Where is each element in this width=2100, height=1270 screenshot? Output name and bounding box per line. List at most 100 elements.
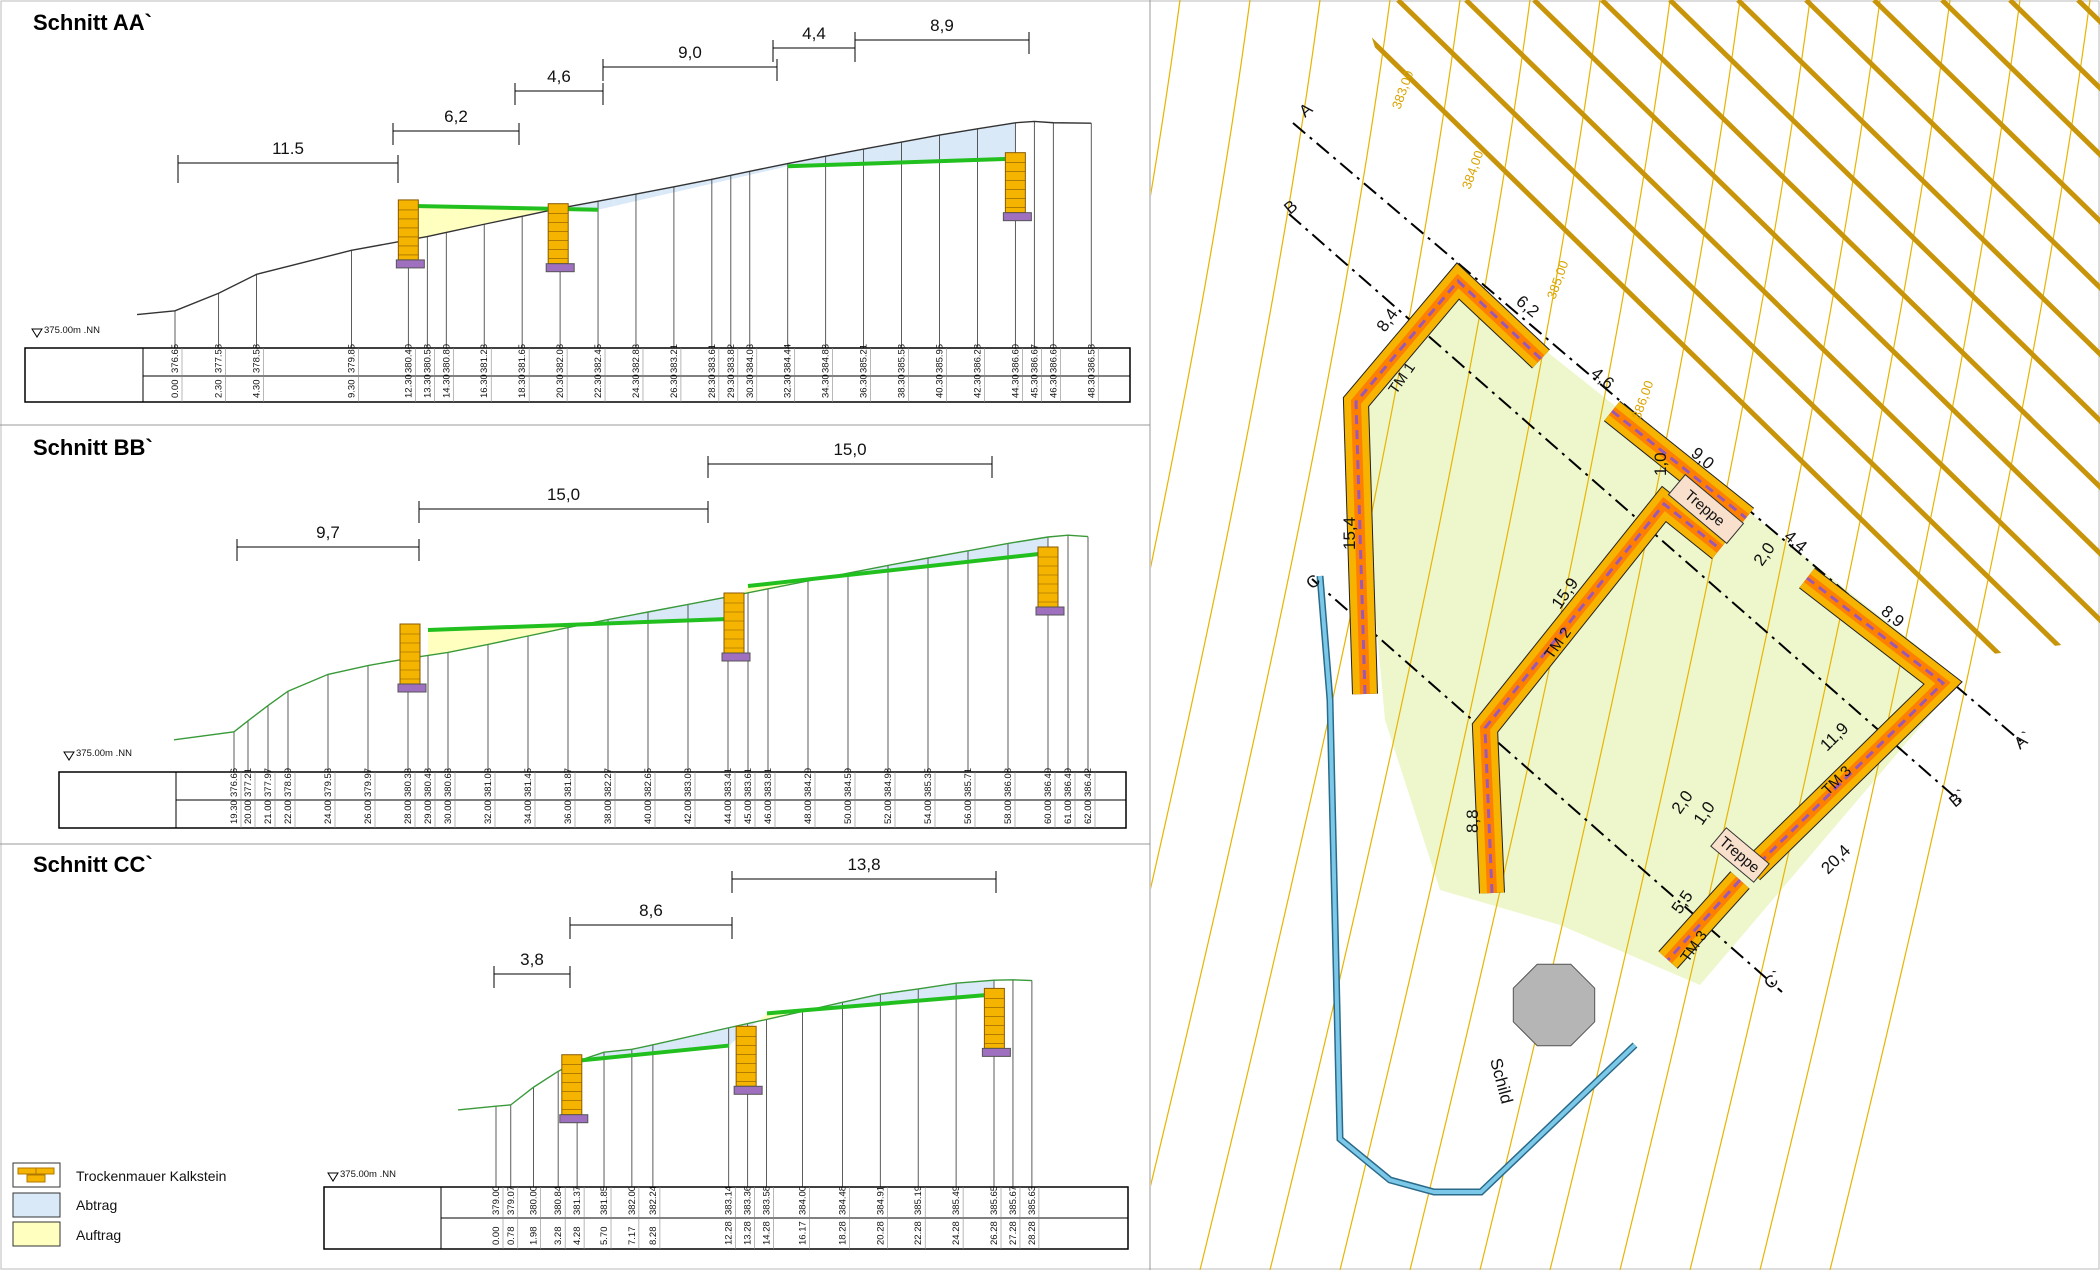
elevation-cell: 386.42 (1083, 768, 1094, 797)
station-cell: 45.00 (743, 800, 754, 824)
tree-crown-octagon (1512, 963, 1596, 1047)
contour-label: 385,00 (1544, 259, 1572, 301)
elevation-cell: 380.58 (422, 344, 433, 373)
elevation-cell: 384.91 (875, 1186, 886, 1215)
auftrag-area (455, 206, 472, 231)
station-cell: 26.30 (669, 374, 680, 398)
elevation-cell: 379.85 (346, 344, 357, 373)
abtrag-area (703, 1030, 717, 1049)
elevation-cell: 385.65 (989, 1186, 1000, 1215)
elevation-cell: 380.40 (403, 344, 414, 373)
abtrag-area (628, 611, 653, 623)
plan-dimension-label: 15,4 (1340, 517, 1359, 550)
stair-fill (1667, 473, 1745, 545)
plan-dimension-label: 20,4 (1817, 841, 1854, 878)
section-line-c (1311, 578, 1783, 993)
elevation-cell: 380.80 (441, 344, 452, 373)
elevation-cell: 382.24 (648, 1186, 659, 1215)
wall-axis (1666, 878, 1742, 962)
wall-foundation (1035, 606, 1065, 616)
dimension-label: 9,0 (678, 43, 702, 62)
elevation-cell: 377.58 (214, 344, 225, 373)
slope-stripe (1464, 0, 2100, 655)
elevation-cell: 381.87 (563, 768, 574, 797)
station-cell: 48.30 (1086, 374, 1097, 398)
station-cell: 24.00 (323, 800, 334, 824)
dimension-label: 8,6 (639, 901, 663, 920)
design-level-line (766, 992, 995, 1016)
elevation-cell: 384.00 (797, 1186, 808, 1215)
elevation-cell: 381.23 (479, 344, 490, 373)
wall-foundation (545, 263, 575, 273)
station-cell: 44.00 (723, 800, 734, 824)
station-cell: 34.30 (821, 374, 832, 398)
dimension-label: 15,0 (547, 485, 580, 504)
station-cell: 20.30 (555, 374, 566, 398)
station-table (24, 347, 1131, 403)
station-cell: 0.00 (170, 380, 181, 399)
station-cell: 12.28 (724, 1221, 735, 1245)
elevation-cell: 380.33 (403, 768, 414, 797)
slope-stripe (1396, 0, 2100, 655)
elevation-cell: 386.40 (1043, 768, 1054, 797)
station-cell: 28.28 (1027, 1221, 1038, 1245)
abtrag-area (937, 983, 957, 1000)
stair-fill (1710, 827, 1770, 883)
abtrag-area (863, 145, 883, 164)
abtrag-area (901, 138, 921, 163)
brick-icon (17, 1167, 37, 1175)
drywall-block (723, 592, 745, 654)
station-cell: 21.00 (263, 800, 274, 824)
drywall-block (561, 1054, 583, 1116)
elevation-cell: 377.21 (243, 768, 254, 797)
section-cc-title: Schnitt CC` (33, 852, 153, 877)
station-cell: 22.30 (593, 374, 604, 398)
elevation-cell: 376.66 (229, 768, 240, 797)
ground-profile (173, 534, 1089, 741)
plan-dimension-label: B (1280, 196, 1301, 218)
slope-stripe (1600, 0, 2100, 655)
elevation-cell: 377.97 (263, 768, 274, 797)
dimension-label: 4,4 (802, 24, 826, 43)
abtrag-area (691, 1033, 704, 1050)
ground-profile (136, 120, 1092, 316)
station-cell: 28.00 (403, 800, 414, 824)
abtrag-area (703, 596, 728, 620)
wall-foundation (395, 259, 425, 269)
abtrag-area (708, 176, 725, 185)
abtrag-area (956, 981, 976, 998)
plan-dimension-label: 6,2 (1512, 292, 1542, 322)
wall-foundation (1002, 212, 1032, 222)
elevation-cell: 385.67 (1008, 1186, 1019, 1215)
elevation-cell: 382.45 (593, 344, 604, 373)
drywall-block (735, 1025, 757, 1087)
ground-profile (458, 979, 1032, 1111)
abtrag-area (771, 163, 788, 170)
elevation-cell: 383.21 (669, 344, 680, 373)
station-cell: 32.00 (483, 800, 494, 824)
station-cell: 18.30 (517, 374, 528, 398)
dimension-label: 8,9 (930, 16, 954, 35)
elevation-cell: 383.36 (743, 1186, 754, 1215)
abtrag-area (732, 1026, 736, 1043)
abtrag-area (920, 135, 940, 162)
elevation-cell: 386.49 (1063, 768, 1074, 797)
drywall-block (399, 623, 421, 685)
abtrag-area (756, 166, 772, 174)
elevation-cell: 383.58 (762, 1186, 773, 1215)
elevation-cell: 385.19 (913, 1186, 924, 1215)
legend: Trockenmauer Kalkstein Abtrag Auftrag (12, 1162, 226, 1247)
station-cell: 12.30 (403, 374, 414, 398)
drywall-block (397, 199, 419, 261)
slope-stripe (1736, 0, 2100, 655)
station-cell: 28.30 (707, 374, 718, 398)
station-cell: 19.30 (229, 800, 240, 824)
elevation-cell: 386.60 (1048, 344, 1059, 373)
contour-label: 384,00 (1459, 149, 1487, 191)
abtrag-area (661, 186, 678, 196)
elevation-cell: 382.65 (643, 768, 654, 797)
slope-stripe (1872, 0, 2100, 655)
abtrag-area (724, 173, 741, 181)
